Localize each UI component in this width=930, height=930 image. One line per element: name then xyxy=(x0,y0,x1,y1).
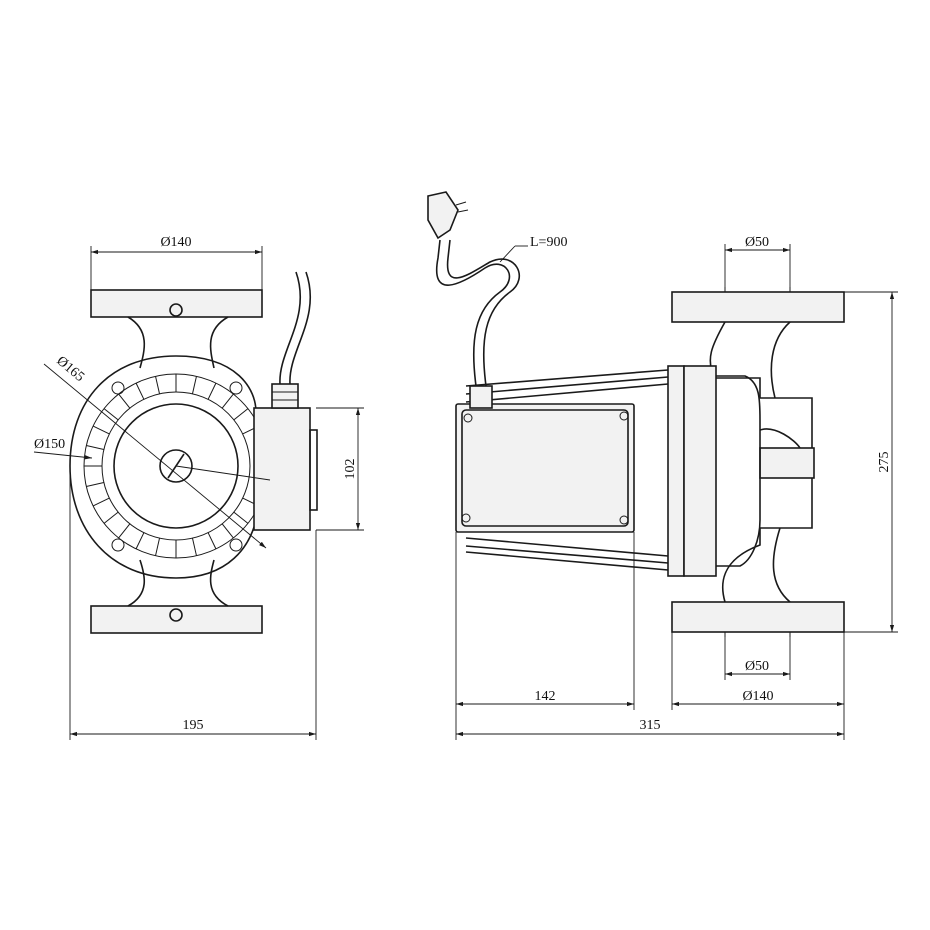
front-shaft-plug xyxy=(159,449,193,483)
terminal-box-height-label: 102 xyxy=(343,459,358,480)
front-bottom-flange xyxy=(90,605,263,634)
cooling-fin xyxy=(233,408,249,421)
cooling-fin xyxy=(191,376,197,394)
side-motor-flange xyxy=(667,365,685,577)
cable-length-label: L=900 xyxy=(530,235,567,250)
side-plug xyxy=(427,191,459,240)
side-view xyxy=(427,191,845,637)
side-cable-gland xyxy=(469,385,493,409)
side-fin-line xyxy=(465,369,669,387)
side-port-bottom-label: Ø50 xyxy=(745,659,769,674)
cooling-fin xyxy=(155,538,161,556)
front-motor-disc xyxy=(113,403,239,529)
front-flange-diameter-label: Ø140 xyxy=(160,235,191,250)
side-fin-line xyxy=(465,537,669,557)
cooling-fin xyxy=(155,376,161,394)
cooling-fin xyxy=(221,393,234,409)
side-dimensions: L=900 Ø50 275 Ø50 142 Ø140 315 xyxy=(455,235,898,740)
motor-length-label: 142 xyxy=(535,689,556,704)
body-diameter-label: Ø150 xyxy=(34,437,65,452)
side-terminal-lid xyxy=(461,409,629,527)
cooling-fin xyxy=(221,523,234,539)
cooling-fin xyxy=(118,523,131,539)
cooling-fin xyxy=(207,532,217,550)
front-terminal-lid xyxy=(309,429,318,511)
side-fin-line xyxy=(465,376,669,395)
side-top-flange xyxy=(671,291,845,323)
cooling-fin xyxy=(233,511,249,524)
front-cable-gland xyxy=(271,383,299,409)
side-bottom-flange xyxy=(671,601,845,633)
bolt-circle-label: Ø165 xyxy=(53,354,86,385)
cooling-fin xyxy=(135,532,145,550)
side-height-label: 275 xyxy=(877,452,892,473)
side-flange-diameter-label: Ø140 xyxy=(742,689,773,704)
side-motor-flange-ring xyxy=(683,365,717,577)
cooling-fin xyxy=(103,408,119,421)
overall-length-label: 315 xyxy=(640,718,661,733)
front-mount-hole xyxy=(111,538,125,552)
cooling-fin xyxy=(207,382,217,400)
front-housing xyxy=(69,355,257,579)
side-power-cable xyxy=(435,239,521,387)
side-adapter xyxy=(716,375,761,567)
cooling-fin xyxy=(103,511,119,524)
front-top-bolt xyxy=(169,303,183,317)
front-power-cable xyxy=(279,271,312,385)
front-mount-hole xyxy=(229,538,243,552)
front-terminal-box xyxy=(253,407,311,531)
front-bottom-bolt xyxy=(169,608,183,622)
front-top-neck xyxy=(127,316,229,369)
cooling-fin xyxy=(118,393,131,409)
cooling-fin xyxy=(92,497,110,507)
front-view xyxy=(69,271,318,634)
side-port-top-label: Ø50 xyxy=(745,235,769,250)
front-mount-hole xyxy=(111,381,125,395)
side-outlet-stub xyxy=(759,447,815,479)
front-bottom-neck xyxy=(127,559,229,607)
cooling-fin xyxy=(92,425,110,435)
side-fin-line xyxy=(465,383,669,403)
cooling-fin xyxy=(86,481,104,487)
front-mount-hole xyxy=(229,381,243,395)
side-terminal-box xyxy=(455,403,635,533)
cooling-fin xyxy=(86,445,104,451)
cooling-fin xyxy=(191,538,197,556)
front-width-label: 195 xyxy=(183,718,204,733)
front-dimensions: Ø140 Ø165 Ø150 102 195 xyxy=(33,235,364,740)
side-volute-body xyxy=(709,321,813,603)
cooling-fin xyxy=(135,382,145,400)
